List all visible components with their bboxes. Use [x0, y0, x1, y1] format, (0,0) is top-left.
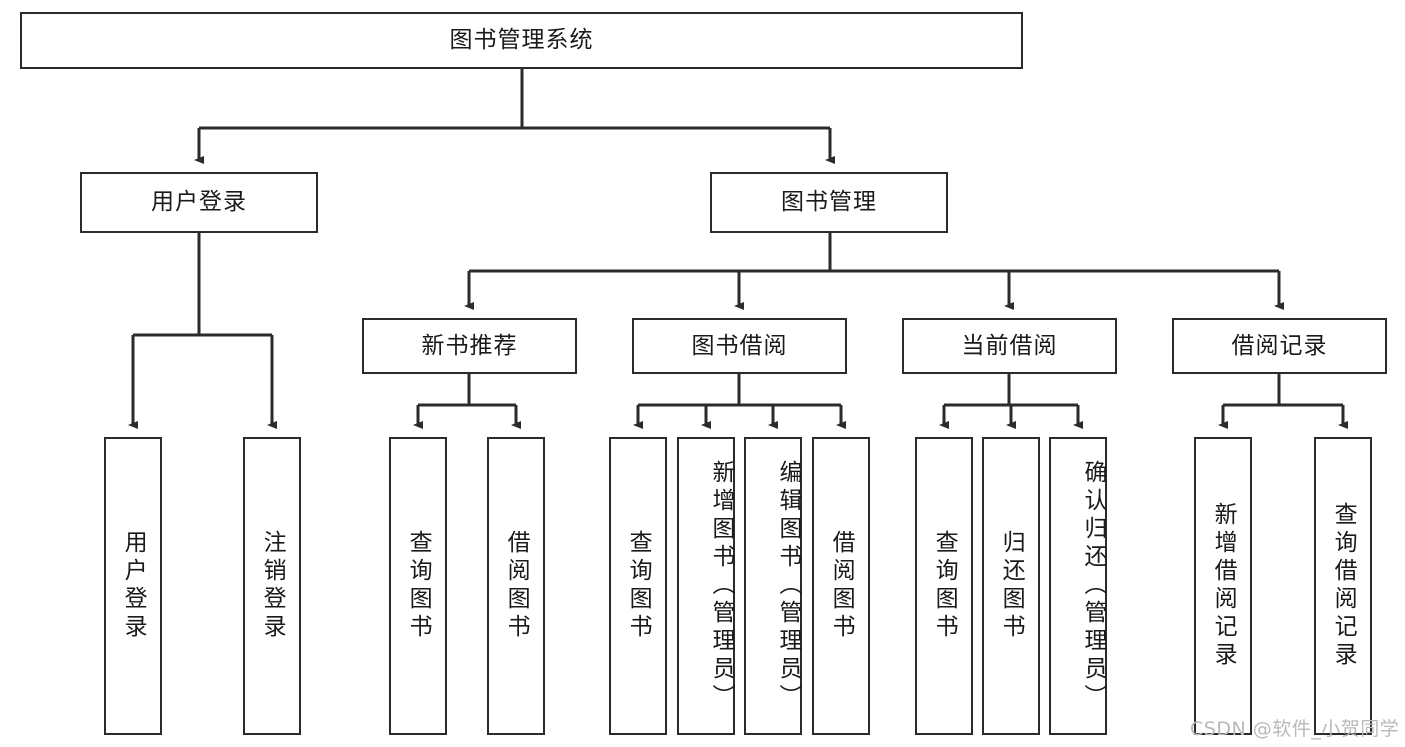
- node-leaf-return-book[interactable]: 归还图书: [982, 437, 1040, 735]
- node-user-login-label: 用户登录: [151, 189, 247, 216]
- node-leaf-borrow-book-recommend[interactable]: 借阅图书: [487, 437, 545, 735]
- node-leaf-query-borrow-record-label: 查询借阅记录: [1330, 502, 1357, 670]
- node-leaf-query-borrow-record[interactable]: 查询借阅记录: [1314, 437, 1372, 735]
- node-leaf-add-book[interactable]: 新增图书（管理员）: [677, 437, 735, 735]
- node-current-borrow-label: 当前借阅: [961, 332, 1058, 359]
- node-leaf-borrow-book-recommend-label: 借阅图书: [503, 530, 530, 642]
- node-user-login[interactable]: 用户登录: [80, 172, 318, 233]
- node-leaf-confirm-return-label: 确认归还（管理员）: [1080, 460, 1106, 712]
- node-leaf-logout[interactable]: 注销登录: [243, 437, 301, 735]
- node-book-borrow[interactable]: 图书借阅: [632, 318, 847, 374]
- node-root-label: 图书管理系统: [449, 27, 594, 54]
- node-leaf-add-book-label: 新增图书（管理员）: [708, 460, 734, 712]
- node-borrow-record[interactable]: 借阅记录: [1172, 318, 1387, 374]
- node-leaf-user-login-label: 用户登录: [120, 530, 147, 642]
- node-leaf-borrow-book-label: 借阅图书: [828, 530, 855, 642]
- node-leaf-add-borrow-record[interactable]: 新增借阅记录: [1194, 437, 1252, 735]
- node-leaf-query-book-borrow[interactable]: 查询图书: [609, 437, 667, 735]
- node-leaf-confirm-return[interactable]: 确认归还（管理员）: [1049, 437, 1107, 735]
- node-book-manage[interactable]: 图书管理: [710, 172, 948, 233]
- node-leaf-query-book-current[interactable]: 查询图书: [915, 437, 973, 735]
- node-leaf-edit-book[interactable]: 编辑图书（管理员）: [744, 437, 802, 735]
- node-book-manage-label: 图书管理: [781, 189, 877, 216]
- node-book-borrow-label: 图书借阅: [691, 332, 788, 359]
- node-leaf-query-book-borrow-label: 查询图书: [625, 530, 652, 642]
- node-root[interactable]: 图书管理系统: [20, 12, 1023, 69]
- node-leaf-user-login[interactable]: 用户登录: [104, 437, 162, 735]
- node-leaf-edit-book-label: 编辑图书（管理员）: [775, 460, 801, 712]
- node-new-book-recommend-label: 新书推荐: [421, 332, 518, 359]
- node-current-borrow[interactable]: 当前借阅: [902, 318, 1117, 374]
- node-leaf-add-borrow-record-label: 新增借阅记录: [1210, 502, 1237, 670]
- node-leaf-query-book-recommend[interactable]: 查询图书: [389, 437, 447, 735]
- node-leaf-query-book-current-label: 查询图书: [931, 530, 958, 642]
- node-new-book-recommend[interactable]: 新书推荐: [362, 318, 577, 374]
- node-leaf-borrow-book[interactable]: 借阅图书: [812, 437, 870, 735]
- node-borrow-record-label: 借阅记录: [1231, 332, 1328, 359]
- node-leaf-return-book-label: 归还图书: [998, 530, 1025, 642]
- node-leaf-logout-label: 注销登录: [259, 530, 286, 642]
- node-leaf-query-book-recommend-label: 查询图书: [405, 530, 432, 642]
